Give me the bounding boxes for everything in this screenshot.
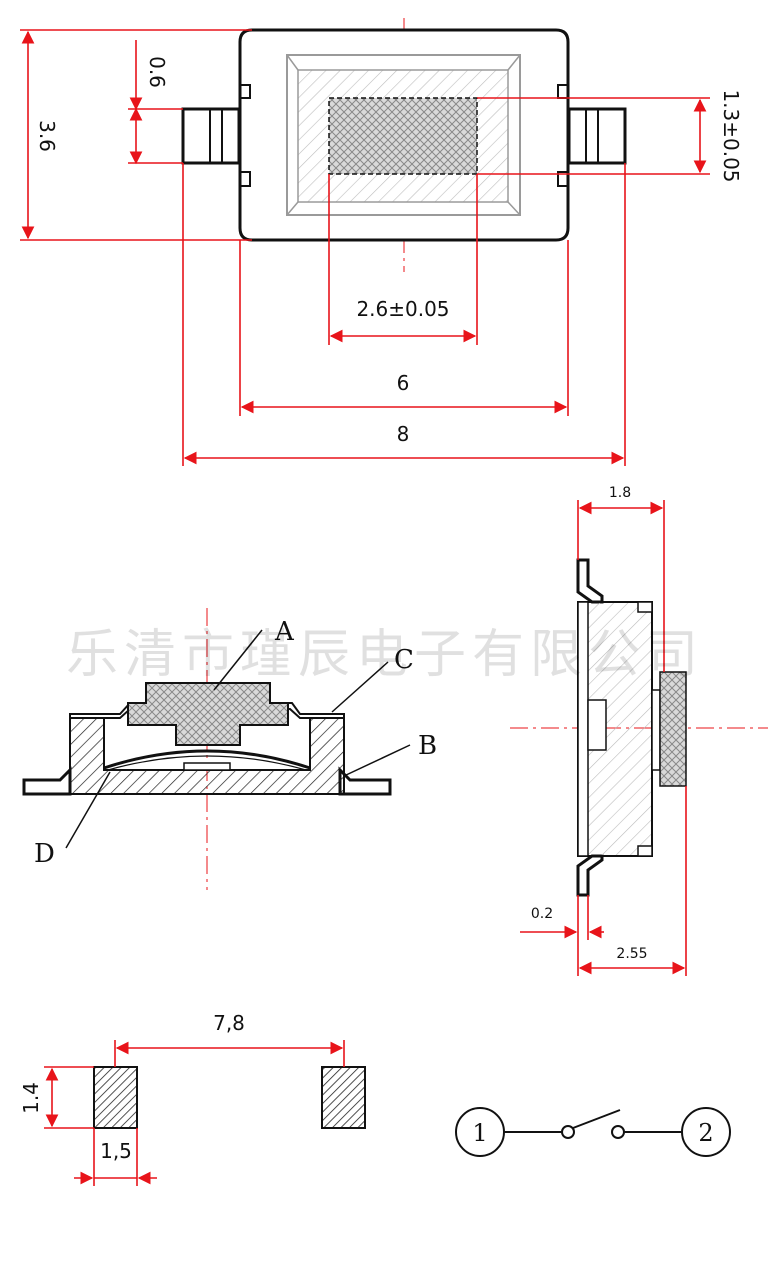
- dim-body-width: 6: [397, 371, 410, 395]
- side-view: 1.8 0.2 2.55: [510, 485, 768, 976]
- dim-total-width: 8: [397, 422, 410, 446]
- actuator: [328, 97, 478, 175]
- watermark: 乐清市瑾辰电子有限公司: [66, 625, 704, 685]
- dim-pin-width: 0.6: [145, 56, 169, 88]
- dim-pitch: 7,8: [213, 1011, 245, 1035]
- section-view: A C B D: [22, 608, 437, 890]
- dim-actuator-height: 1.3±0.05: [719, 89, 743, 182]
- dome-contact: [103, 749, 311, 770]
- switch-lever: [572, 1109, 621, 1129]
- dim-side-lead: 0.2: [531, 906, 553, 922]
- dim-side-top: 1.8: [609, 485, 631, 501]
- pin2-label: 2: [698, 1119, 713, 1147]
- callout-d: D: [34, 839, 55, 869]
- dim-side-total: 2.55: [616, 946, 647, 962]
- pcb-footprint: 7,8 1.4 1,5: [19, 1011, 366, 1186]
- side-actuator: [659, 671, 687, 787]
- cover-frame: [286, 54, 521, 216]
- pad-left: [93, 1066, 138, 1129]
- pin1-label: 1: [472, 1119, 487, 1147]
- top-view: 3.6 0.6 1.3±0.05 2.6±0.05 6 8: [20, 18, 743, 466]
- actuator-section: [127, 682, 289, 746]
- dim-actuator-width: 2.6±0.05: [356, 297, 449, 321]
- dim-pad-width: 1,5: [100, 1139, 132, 1163]
- callout-a: A: [274, 617, 295, 647]
- dim-height: 3.6: [35, 120, 59, 152]
- switch-schematic: 1 2: [455, 1107, 731, 1157]
- dim-pad-height: 1.4: [19, 1082, 43, 1114]
- pad-right: [321, 1066, 366, 1129]
- callout-c: C: [394, 645, 414, 675]
- callout-b: B: [418, 731, 437, 761]
